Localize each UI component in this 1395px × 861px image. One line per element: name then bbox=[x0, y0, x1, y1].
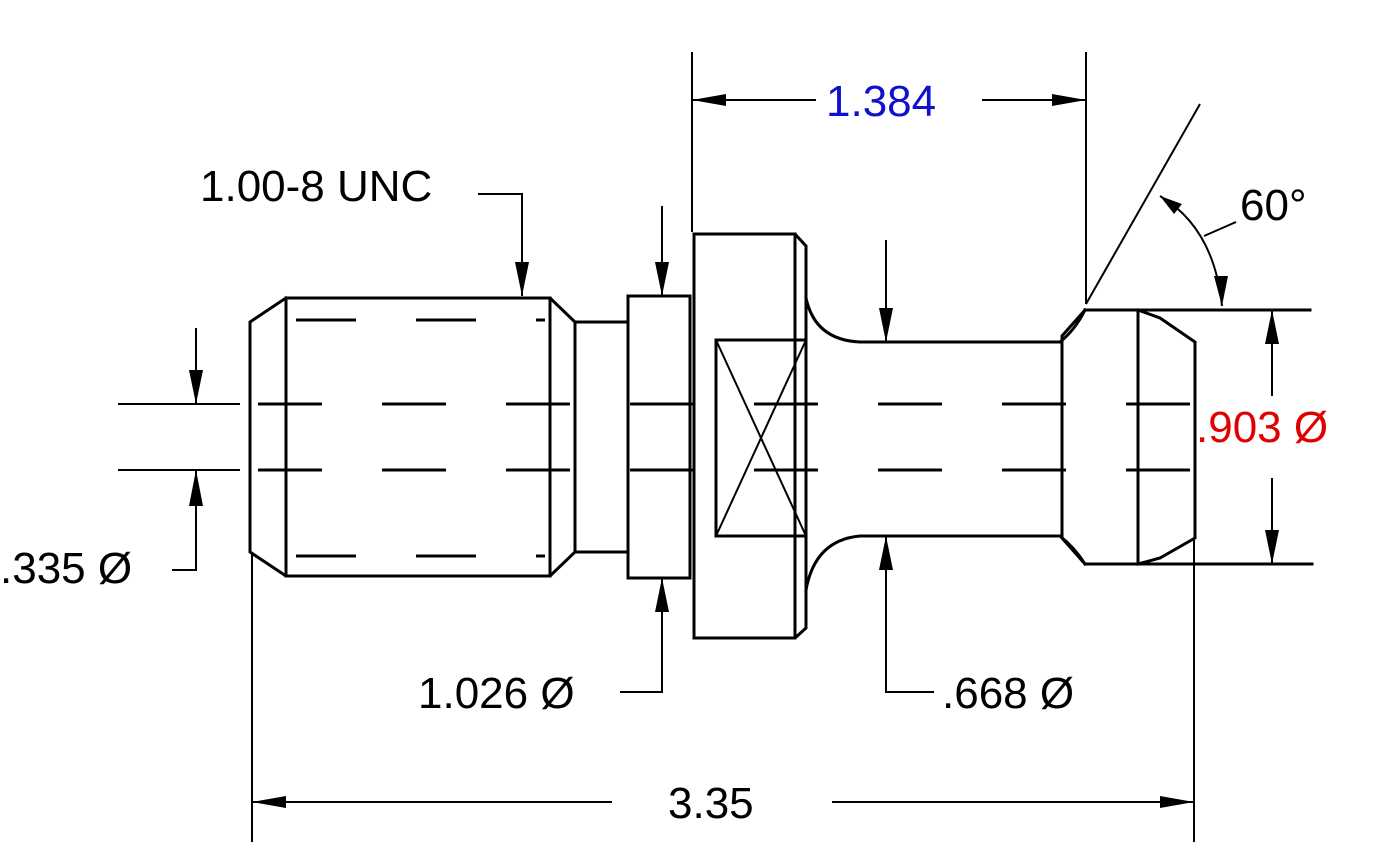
dim-angle bbox=[1085, 103, 1237, 307]
dim-overall-length-label: 3.35 bbox=[668, 779, 754, 828]
part-outline bbox=[248, 232, 1314, 640]
dim-right-diameter-label: .903 Ø bbox=[1196, 403, 1328, 452]
dim-neck-diameter bbox=[879, 240, 934, 693]
dim-top-length-label: 1.384 bbox=[826, 77, 936, 126]
dim-left-diameter bbox=[118, 328, 240, 571]
dim-flange-diameter-label: 1.026 Ø bbox=[418, 669, 575, 718]
dim-left-diameter-label: .335 Ø bbox=[0, 544, 132, 593]
dim-neck-diameter-label: .668 Ø bbox=[942, 669, 1074, 718]
dim-flange-diameter bbox=[620, 206, 669, 693]
dim-top-length bbox=[691, 52, 1087, 304]
dim-angle-label: 60° bbox=[1240, 181, 1307, 230]
thread-callout-label: 1.00-8 UNC bbox=[200, 162, 432, 211]
dim-overall-length bbox=[251, 540, 1195, 842]
dim-right-diameter bbox=[1265, 310, 1279, 564]
thread-leader bbox=[478, 193, 529, 296]
center-lines bbox=[258, 318, 1190, 558]
